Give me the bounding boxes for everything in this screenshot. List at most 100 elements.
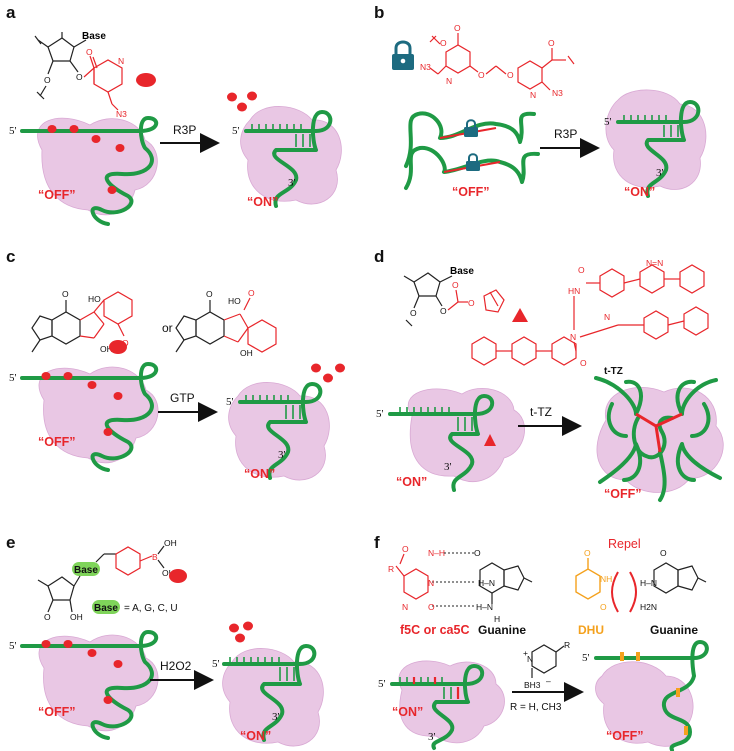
state-on-d: “ON” xyxy=(396,475,427,489)
svg-text:N: N xyxy=(604,312,610,322)
three-prime-d: 3' xyxy=(444,461,452,473)
state-off-f: “OFF” xyxy=(606,729,644,743)
panel-d: d Base O O O O N=N xyxy=(374,247,724,502)
state-off-b: “OFF” xyxy=(452,185,490,199)
svg-text:HN: HN xyxy=(568,286,580,296)
n3-right-b: N3 xyxy=(552,88,563,98)
state-off-d: “OFF” xyxy=(604,487,642,501)
svg-text:OH: OH xyxy=(70,612,83,622)
repel-label: Repel xyxy=(608,537,641,551)
svg-text:H–N: H–N xyxy=(640,578,657,588)
svg-text:R: R xyxy=(388,564,394,574)
state-off-e: “OFF” xyxy=(38,705,76,719)
state-on-f: “ON” xyxy=(392,705,423,719)
on-rna-cartoon-f: 5' 3' “ON” xyxy=(378,660,505,750)
n3-label-a: N3 xyxy=(116,109,127,119)
reagent-a: R3P xyxy=(173,123,196,137)
svg-text:O: O xyxy=(76,72,83,82)
five-prime-left-f: 5' xyxy=(378,678,386,690)
svg-text:O: O xyxy=(44,75,51,85)
panel-label-d: d xyxy=(374,247,384,266)
borane-reagent-structure: N + BH3 – R xyxy=(523,640,570,690)
svg-text:NH: NH xyxy=(600,574,612,584)
svg-text:O: O xyxy=(452,280,459,290)
svg-text:O: O xyxy=(440,38,447,48)
reagent-condition-f: R = H, CH3 xyxy=(510,702,562,713)
panel-f: f R O N–H N O N O H–N H–N H f5C or ca5C … xyxy=(374,533,709,751)
panel-c: c O O HO OH or O xyxy=(6,247,345,481)
five-prime-left-c: 5' xyxy=(9,372,17,384)
svg-text:O: O xyxy=(580,358,587,368)
state-off-c: “OFF” xyxy=(38,435,76,449)
svg-text:HO: HO xyxy=(88,294,101,304)
svg-text:O: O xyxy=(507,70,514,80)
svg-text:R: R xyxy=(564,640,570,650)
ttz-label: t-TZ xyxy=(604,366,623,377)
panel-label-b: b xyxy=(374,3,384,22)
caging-group-marker-a xyxy=(136,73,156,87)
five-prime-left-e: 5' xyxy=(9,640,17,652)
svg-text:O: O xyxy=(62,289,69,299)
svg-text:O: O xyxy=(660,548,667,558)
svg-text:O: O xyxy=(44,612,51,622)
svg-text:O: O xyxy=(548,38,555,48)
state-on-b: “ON” xyxy=(624,185,655,199)
panel-label-a: a xyxy=(6,3,16,22)
svg-text:O: O xyxy=(478,70,485,80)
boronate-nucleotide-structure: Base B OH OH O OH xyxy=(37,538,177,622)
off-crosslinked-rna-b: “OFF” xyxy=(404,111,540,199)
off-rna-cartoon-a: 5' “OFF” xyxy=(9,116,159,226)
tetrazine-reactive-marker xyxy=(512,308,528,322)
f5c-label: f5C or ca5C xyxy=(400,623,469,637)
reagent-d: t-TZ xyxy=(530,405,552,419)
svg-text:O: O xyxy=(584,548,591,558)
panel-b: b O O N3 N O O O N xyxy=(374,3,707,199)
svg-text:N: N xyxy=(446,76,452,86)
svg-text:O: O xyxy=(122,338,129,348)
svg-text:N: N xyxy=(428,578,434,588)
caging-group-marker-e xyxy=(169,569,187,583)
off-rna-cartoon-f: 5' “OFF” xyxy=(582,640,709,751)
norbornene-nucleotide-structure: Base O O O O xyxy=(403,266,505,327)
svg-text:OH: OH xyxy=(162,568,175,578)
svg-text:OH: OH xyxy=(100,344,113,354)
panel-a: a Base O O O N N3 xyxy=(6,3,342,226)
svg-text:O: O xyxy=(86,47,93,57)
on-rna-cartoon-e: 5' 3' “ON” xyxy=(212,621,324,747)
svg-text:O: O xyxy=(474,548,481,558)
base-legend-e: Base = A, G, C, U xyxy=(92,600,178,614)
off-rna-cartoon-c: 5' “OFF” xyxy=(9,362,159,472)
off-rna-cartoon-e: 5' “OFF” xyxy=(9,630,159,740)
svg-text:O: O xyxy=(440,306,447,316)
state-on-c: “ON” xyxy=(244,467,275,481)
n3-left-b: N3 xyxy=(420,62,431,72)
on-rna-cartoon-c: 5' 3' “ON” xyxy=(226,363,345,481)
three-prime-a: 3' xyxy=(288,177,296,189)
or-text-c: or xyxy=(162,321,173,335)
svg-text:O: O xyxy=(410,308,417,318)
reagent-c: GTP xyxy=(170,391,195,405)
five-prime-right-e: 5' xyxy=(212,658,220,670)
panel-label-c: c xyxy=(6,247,15,266)
svg-text:OH: OH xyxy=(240,348,253,358)
three-prime-f: 3' xyxy=(428,731,436,743)
svg-text:O: O xyxy=(428,602,435,612)
svg-text:H2N: H2N xyxy=(640,602,657,612)
state-off-a: “OFF” xyxy=(38,188,76,202)
base-text-e: Base xyxy=(74,565,98,576)
reagent-b: R3P xyxy=(554,127,577,141)
base-text-a: Base xyxy=(82,31,106,42)
on-rna-cartoon-d: 5' 3' “ON” xyxy=(376,387,525,492)
svg-text:O: O xyxy=(454,23,461,33)
three-prime-c: 3' xyxy=(278,449,286,461)
reagent-e: H2O2 xyxy=(160,659,192,673)
svg-text:O: O xyxy=(468,298,475,308)
svg-text:O: O xyxy=(206,289,213,299)
svg-text:N: N xyxy=(530,90,536,100)
five-prime-d: 5' xyxy=(376,408,384,420)
svg-text:Base: Base xyxy=(94,603,118,614)
on-rna-cartoon-a: 5' 3' “ON” xyxy=(227,91,342,209)
svg-text:N–H: N–H xyxy=(428,548,445,558)
base-text-d: Base xyxy=(450,266,474,277)
